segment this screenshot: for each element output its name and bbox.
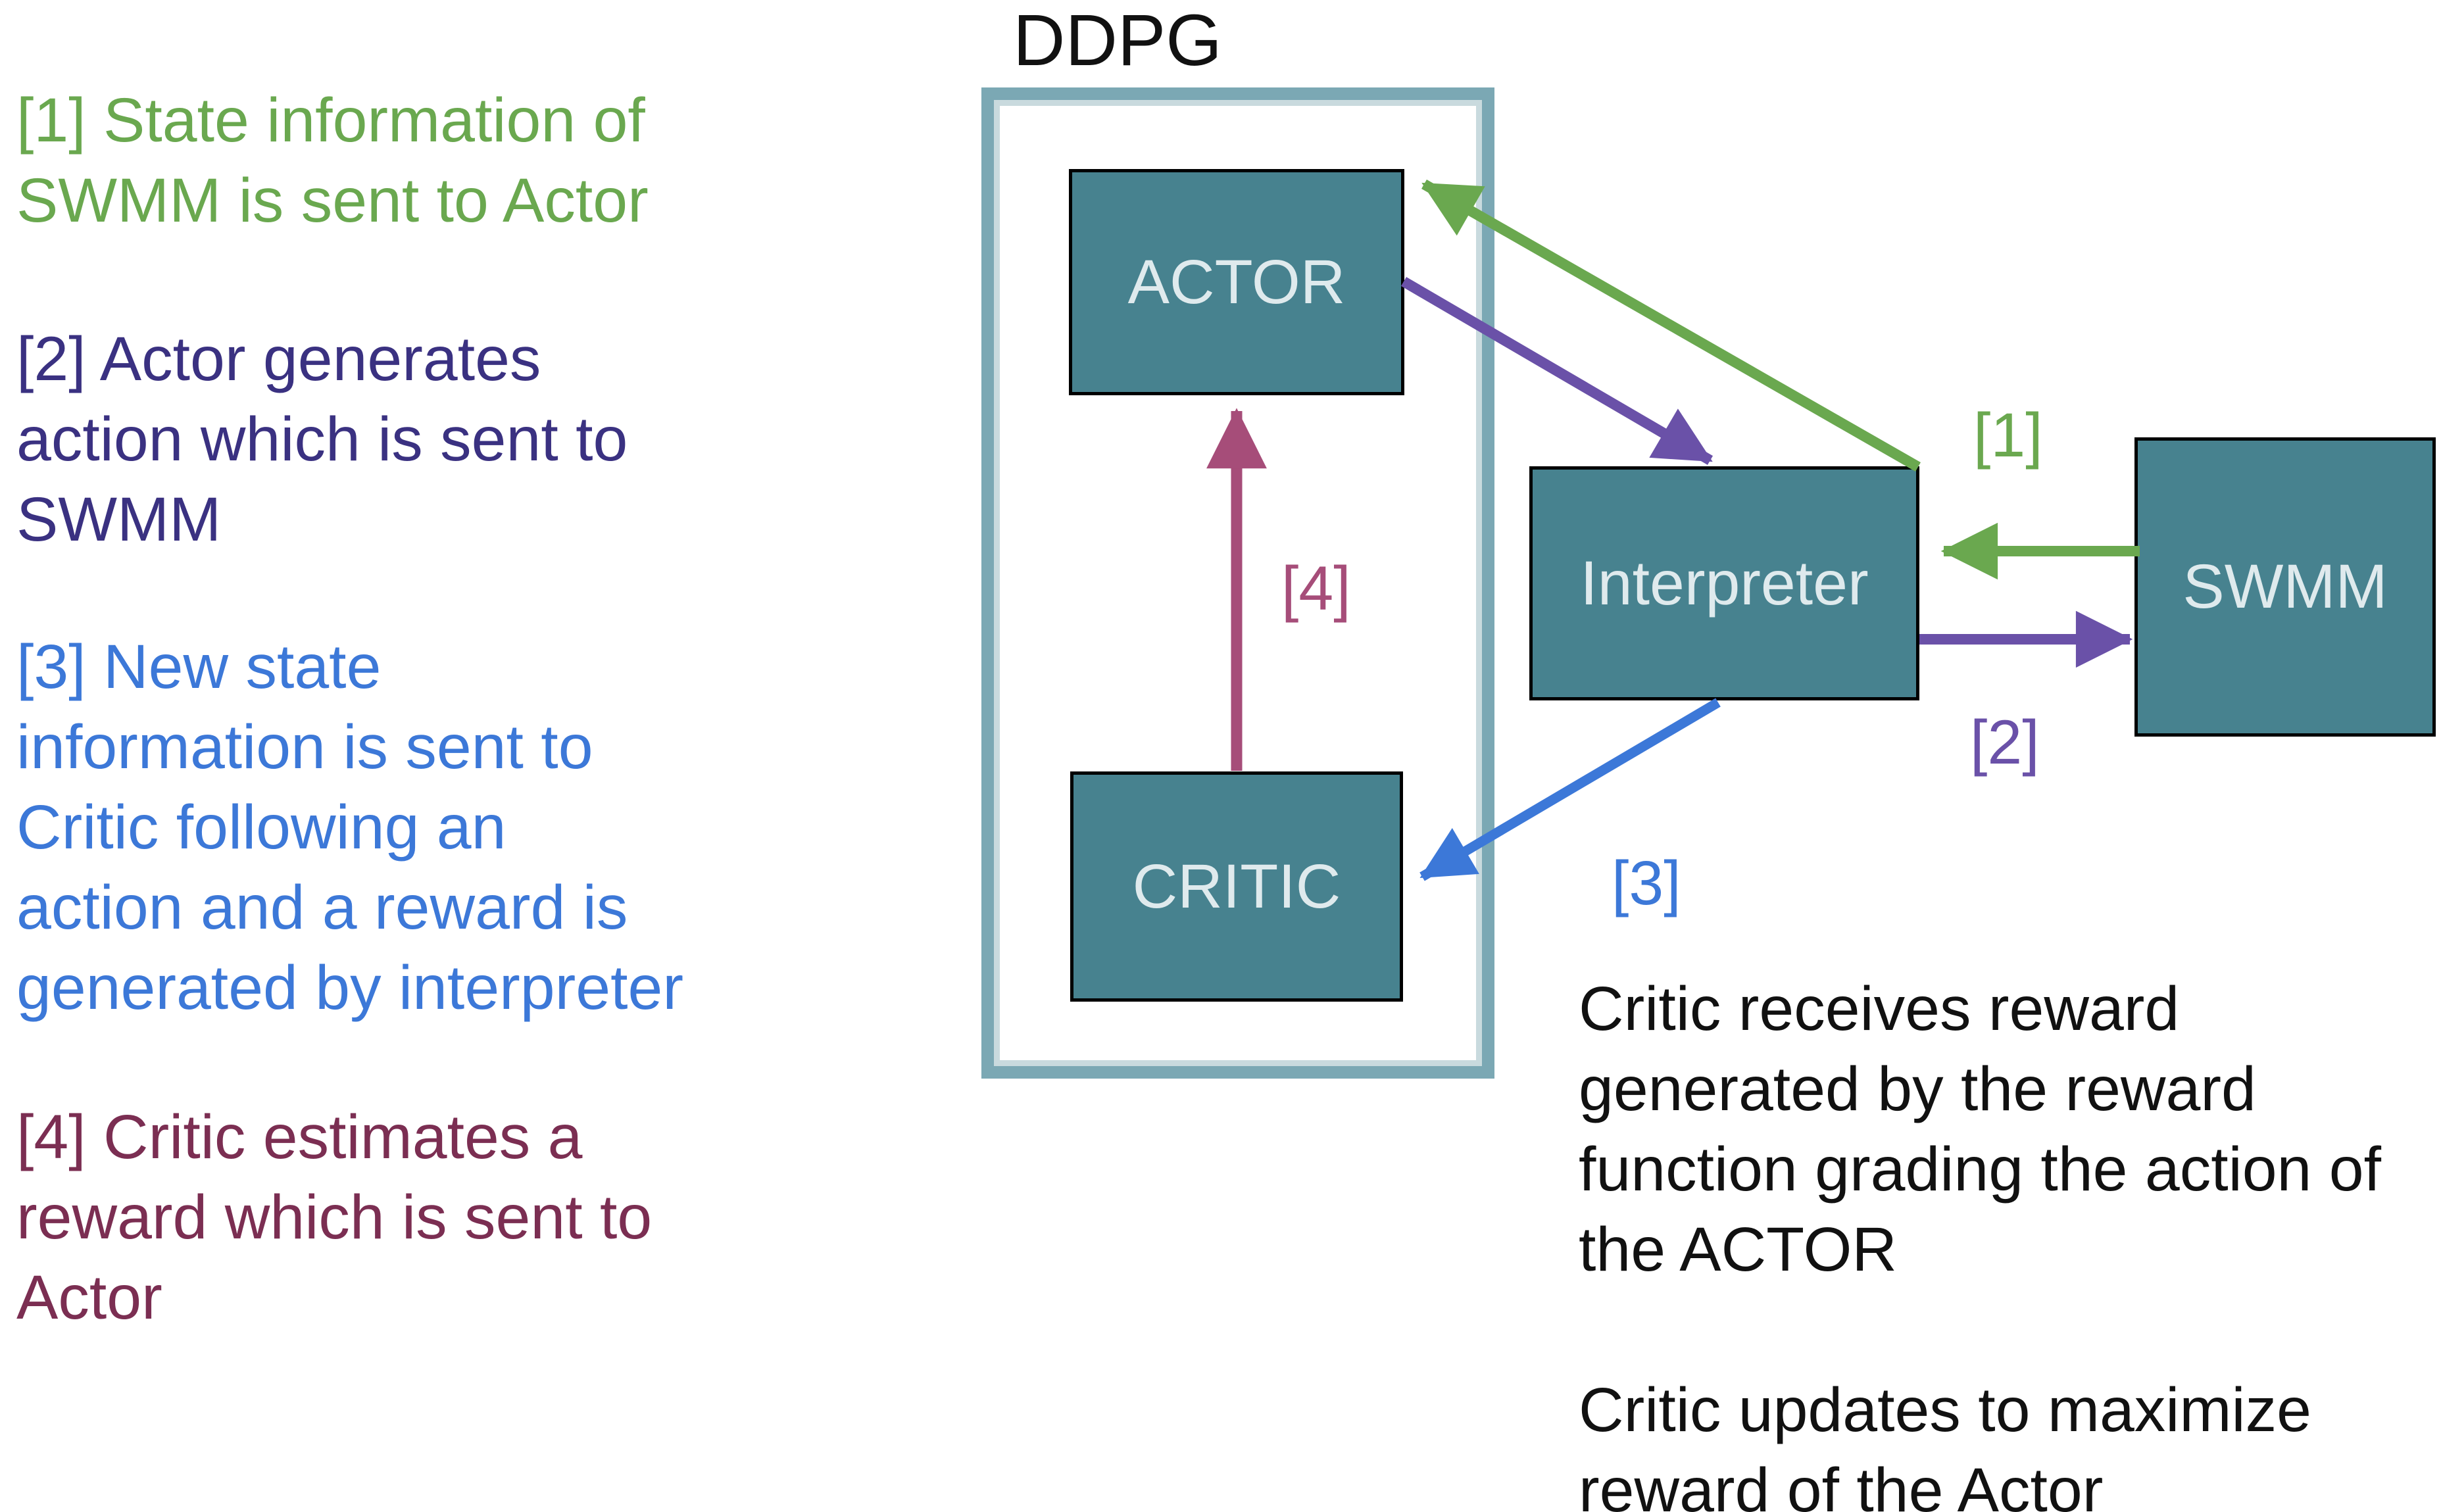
node-actor-label: ACTOR (1127, 247, 1346, 317)
node-critic: CRITIC (1070, 771, 1403, 1002)
notes-block: Critic receives reward generated by the … (1579, 969, 2441, 1512)
arrow-label-1: [1] (1973, 401, 2043, 470)
legend-item-1: [1] State information of SWMM is sent to… (16, 85, 649, 235)
note-critic-updates: Critic updates to maximize reward of the… (1579, 1375, 2311, 1512)
arrow-label-3: [3] (1612, 848, 1681, 918)
node-interpreter-label: Interpreter (1580, 548, 1869, 618)
node-interpreter: Interpreter (1529, 466, 1919, 700)
ddpg-title: DDPG (1013, 0, 1222, 81)
node-swmm-label: SWMM (2182, 552, 2388, 622)
legend-item-3: [3] New state information is sent to Cri… (16, 632, 683, 1023)
arrow-label-2: [2] (1970, 708, 2040, 777)
arrow-label-4: [4] (1281, 554, 1351, 623)
node-swmm: SWMM (2134, 437, 2436, 737)
note-critic-receives-reward: Critic receives reward generated by the … (1579, 974, 2382, 1284)
node-actor: ACTOR (1069, 169, 1404, 395)
legend-item-2: [2] Actor generates action which is sent… (16, 324, 628, 554)
node-critic-label: CRITIC (1132, 851, 1341, 921)
arrow-1-interpreter-to-actor (1421, 180, 1921, 472)
legend-item-4: [4] Critic estimates a reward which is s… (16, 1102, 653, 1332)
